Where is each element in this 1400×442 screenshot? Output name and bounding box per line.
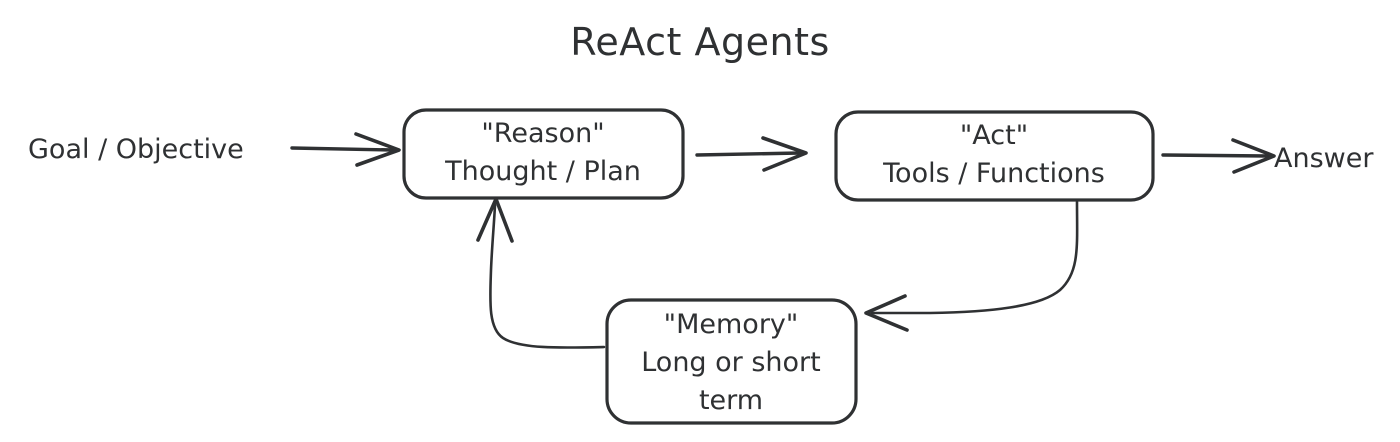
memory-label-line1: "Memory"	[664, 309, 799, 340]
edge-input-to-reason	[290, 132, 401, 167]
edge-act-to-memory	[864, 200, 1079, 332]
memory-box	[605, 298, 858, 425]
act-label-line1: "Act"	[960, 120, 1028, 151]
edge-act-to-answer	[1161, 138, 1276, 174]
reason-box	[402, 108, 685, 200]
goal-objective-label: Goal / Objective	[28, 134, 244, 165]
diagram-title: ReAct Agents	[570, 20, 830, 64]
reason-label-line2: Thought / Plan	[444, 156, 641, 187]
answer-label: Answer	[1274, 143, 1374, 174]
act-label-line2: Tools / Functions	[882, 158, 1105, 189]
edge-memory-to-reason	[476, 197, 606, 349]
reason-label-line1: "Reason"	[481, 118, 604, 149]
node-memory[interactable]: "Memory" Long or short term	[605, 298, 858, 425]
edge-reason-to-act	[695, 136, 808, 172]
memory-label-line2: Long or short	[641, 347, 821, 378]
node-act[interactable]: "Act" Tools / Functions	[834, 110, 1155, 202]
act-box	[834, 110, 1155, 202]
memory-label-line3: term	[699, 385, 763, 416]
node-reason[interactable]: "Reason" Thought / Plan	[402, 108, 685, 200]
